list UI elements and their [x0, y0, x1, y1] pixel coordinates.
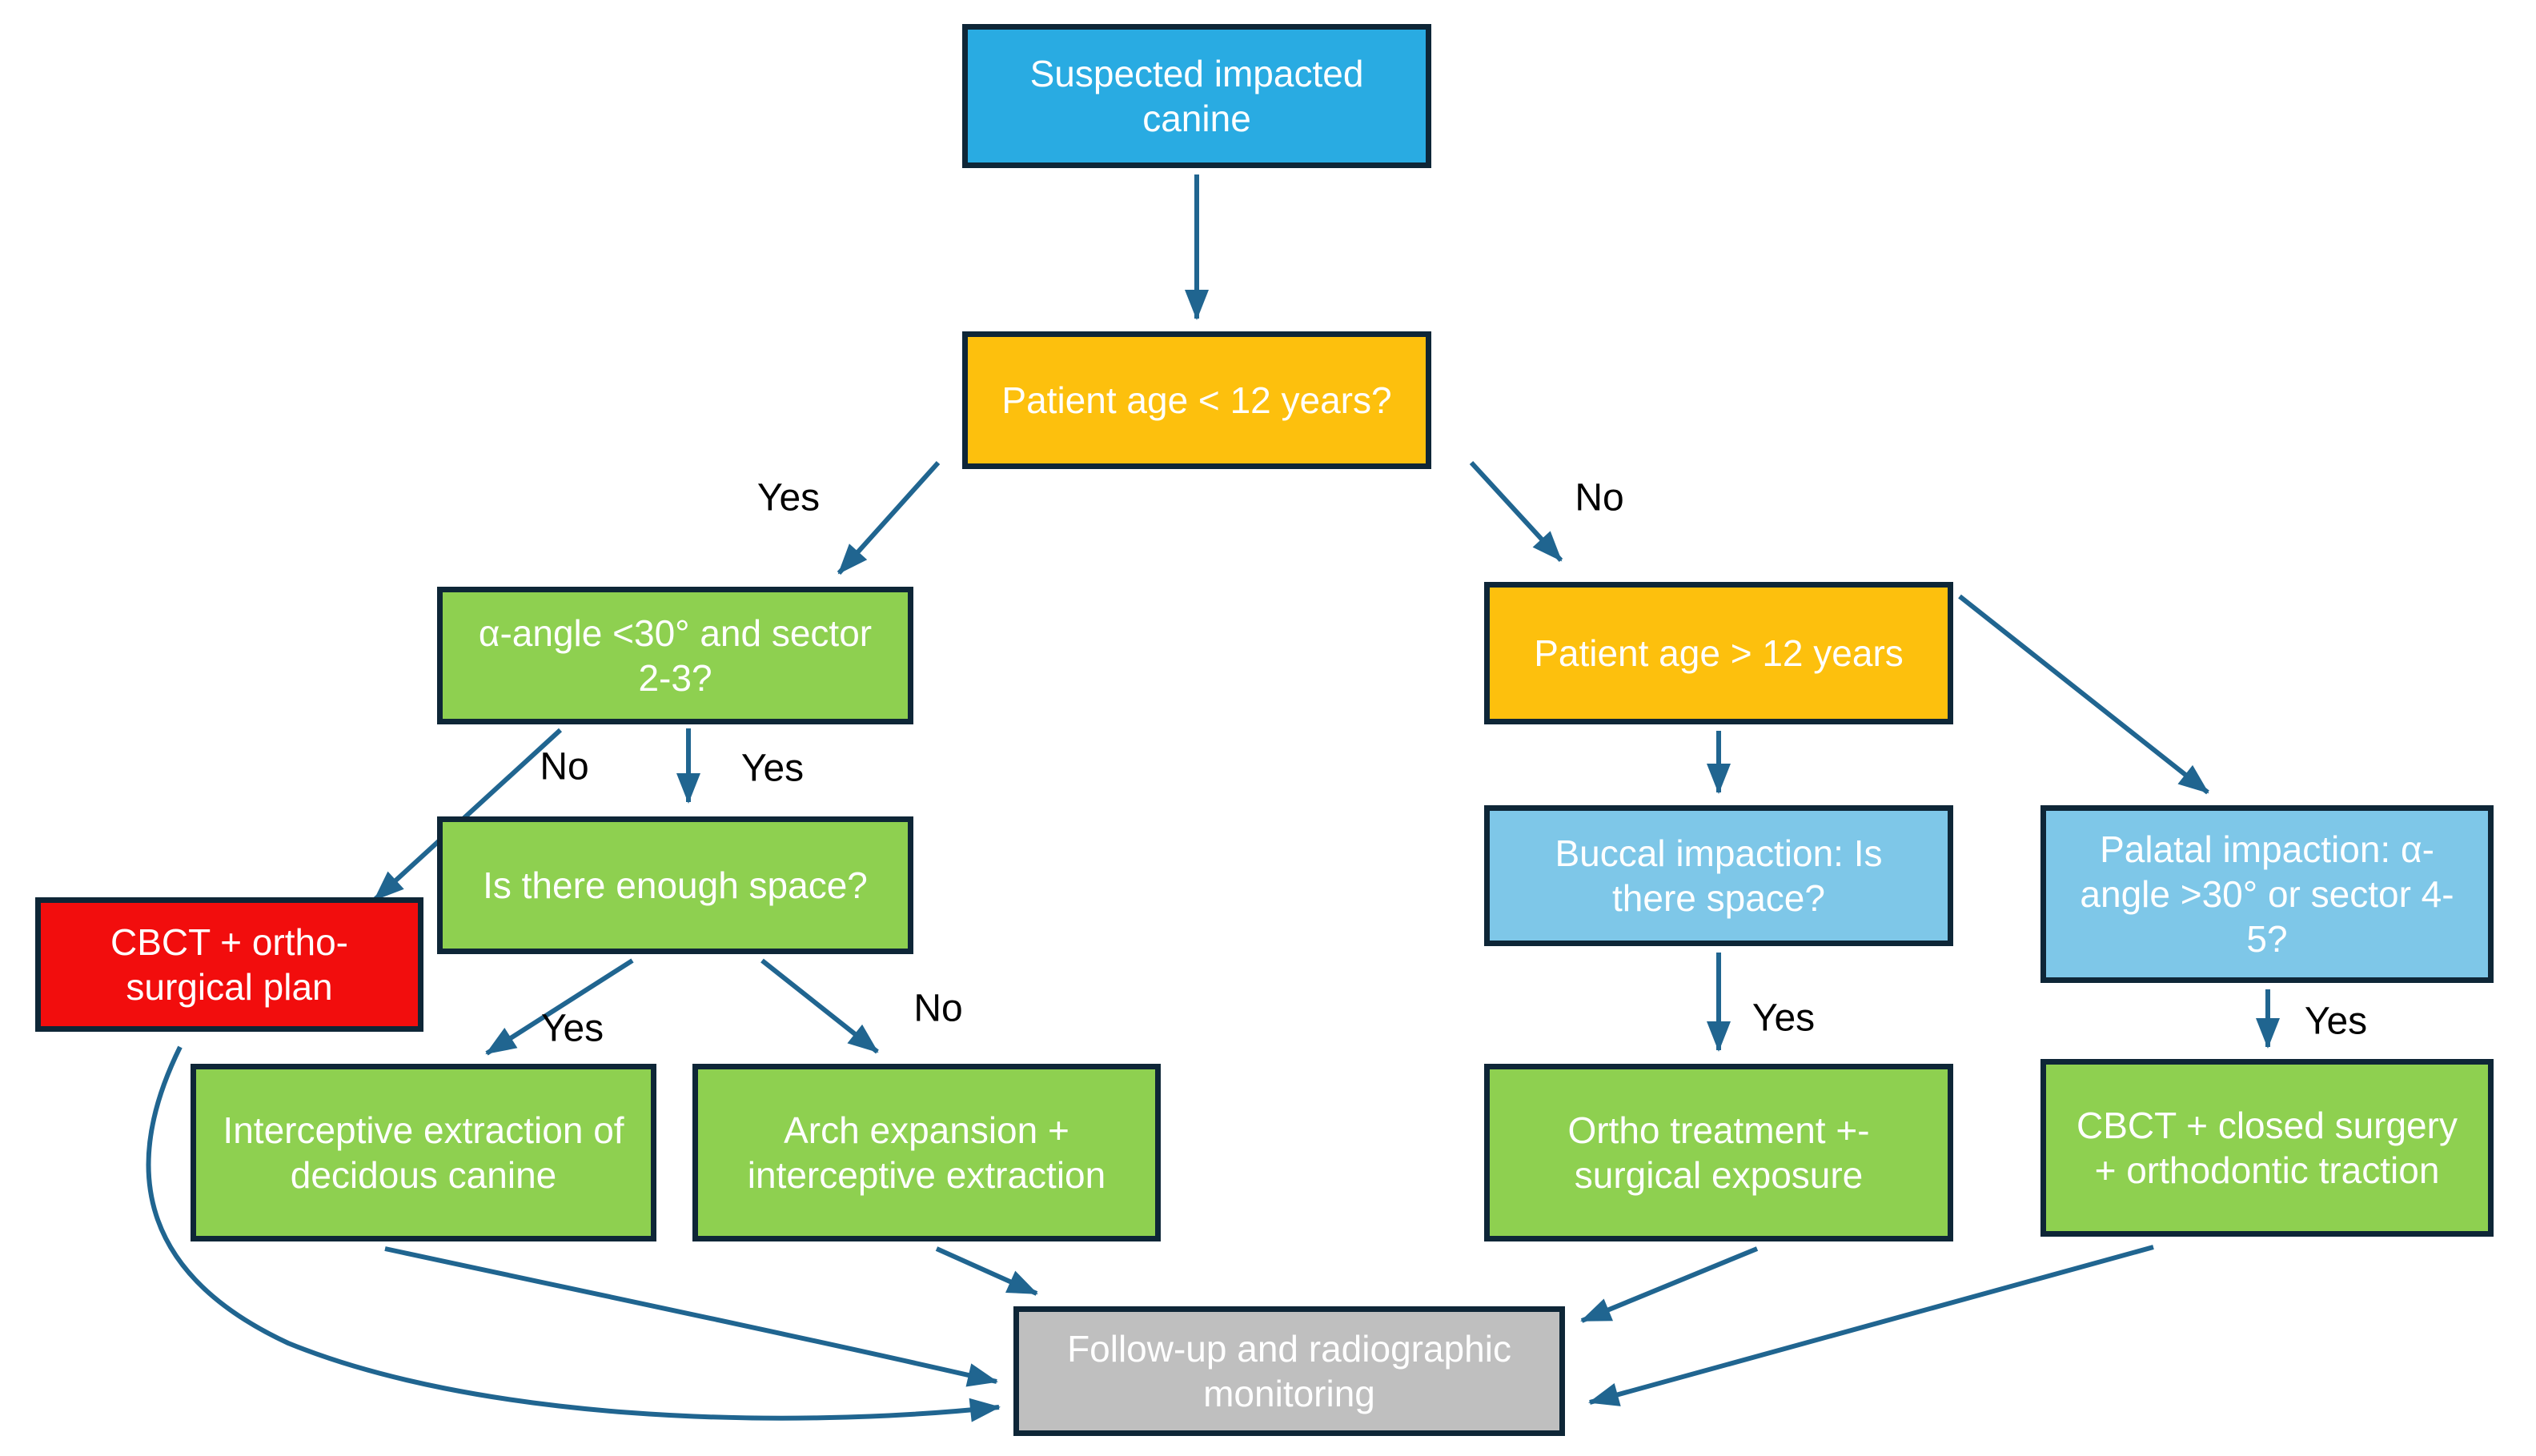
arrow-age-gt-12-to-palatal [1958, 594, 2209, 795]
node-arch-expansion: Arch expansion + interceptive extraction [692, 1064, 1161, 1241]
arrow-age-lt-12-yes-to-alpha [837, 460, 941, 576]
node-interceptive-extraction: Interceptive extraction of decidous cani… [191, 1064, 656, 1241]
node-alpha-angle-under-30-sector-2-3: α-angle <30° and sector 2-3? [437, 587, 913, 724]
arrow-cbct-closed-to-follow-up [1588, 1245, 2154, 1406]
edge-label-no-space: No [913, 987, 963, 1030]
arrow-ortho-treatment-to-follow-up [1580, 1246, 1759, 1323]
node-patient-age-under-12: Patient age < 12 years? [962, 331, 1431, 469]
node-buccal-impaction: Buccal impaction: Is there space? [1484, 805, 1953, 946]
edge-label-yes-palatal: Yes [2304, 1000, 2368, 1043]
node-follow-up-monitoring: Follow-up and radiographic monitoring [1013, 1306, 1565, 1436]
node-is-there-enough-space: Is there enough space? [437, 816, 913, 954]
arrow-cbct-ortho-to-follow-up [146, 1045, 1001, 1422]
edge-label-yes-age-lt-12: Yes [756, 476, 821, 519]
node-cbct-ortho-surgical-plan: CBCT + ortho-surgical plan [35, 897, 423, 1032]
arrow-alpha-no-to-cbct-ortho [372, 728, 563, 902]
arrow-age-lt-12-no-to-age-gt-12 [1469, 460, 1563, 563]
node-suspected-impacted-canine: Suspected impacted canine [962, 24, 1431, 168]
edge-label-no-age-lt-12: No [1575, 476, 1624, 519]
edge-label-yes-space: Yes [540, 1007, 604, 1050]
edge-label-yes-buccal: Yes [1752, 997, 1816, 1040]
arrow-interceptive-to-follow-up [384, 1246, 998, 1387]
node-patient-age-over-12: Patient age > 12 years [1484, 582, 1953, 724]
edge-label-no-alpha: No [540, 745, 589, 788]
node-palatal-impaction: Palatal impaction: α-angle >30° or secto… [2040, 805, 2494, 983]
edge-label-yes-alpha: Yes [740, 747, 805, 790]
arrow-arch-to-follow-up [935, 1246, 1038, 1296]
arrow-space-yes-to-interceptive [485, 958, 634, 1056]
node-ortho-treatment-surgical-exposure: Ortho treatment +- surgical exposure [1484, 1064, 1953, 1241]
arrow-space-no-to-arch [760, 958, 879, 1054]
node-cbct-closed-surgery: CBCT + closed surgery + orthodontic trac… [2040, 1059, 2494, 1237]
